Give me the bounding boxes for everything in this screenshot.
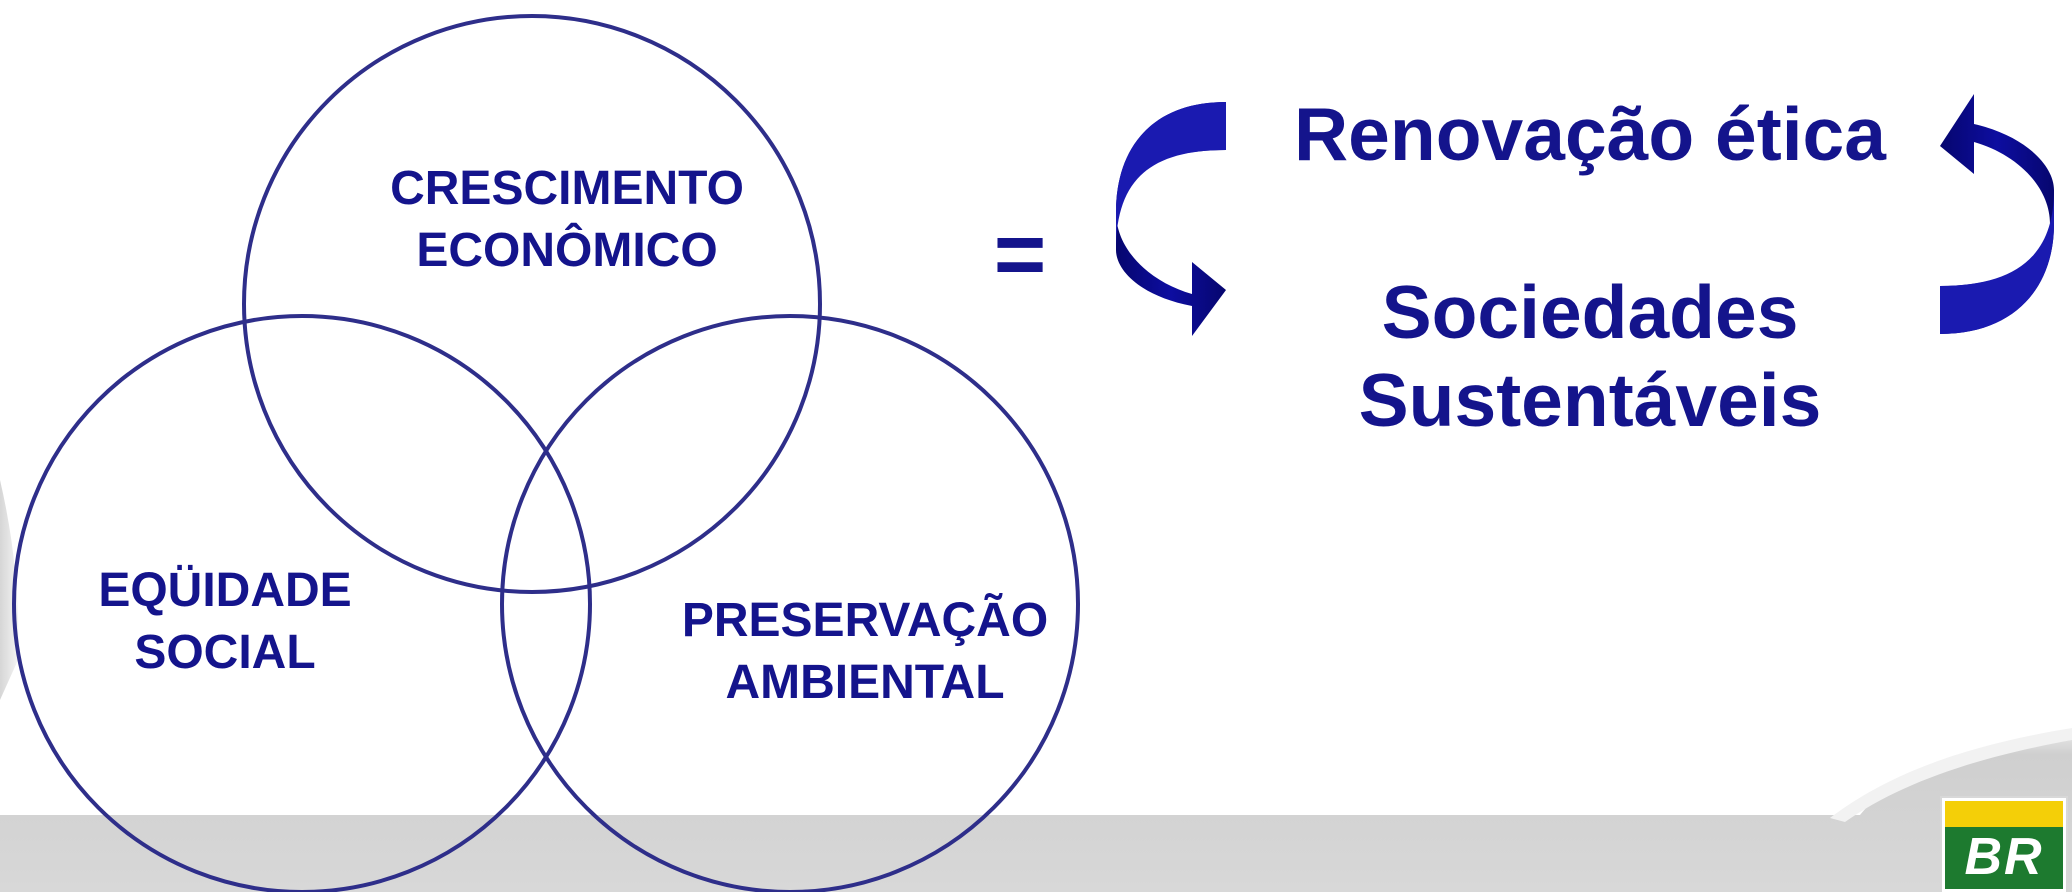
label-environmental-preservation: PRESERVAÇÃO AMBIENTAL (640, 590, 1090, 714)
background-left-swoosh (0, 480, 19, 700)
label-environmental-preservation-line-2: AMBIENTAL (725, 656, 1005, 709)
result-bottom-line-1: Sociedades (1381, 270, 1799, 354)
label-social-equity-line-2: SOCIAL (134, 626, 316, 679)
circle-economic-growth (242, 14, 822, 594)
result-bottom-text: Sociedades Sustentáveis (1250, 268, 1930, 444)
circle-environmental-preservation (500, 314, 1080, 892)
cycle-arrow-right-icon (1940, 94, 2054, 334)
label-economic-growth-line-1: CRESCIMENTO (390, 162, 744, 215)
cycle-arrow-left-icon (1116, 102, 1226, 336)
background-bottom-band (0, 730, 2072, 892)
background-band-highlight (1830, 728, 2072, 822)
logo-yellow-bar (1945, 801, 2063, 827)
circle-social-equity (12, 314, 592, 892)
br-logo: BR (1942, 798, 2066, 892)
result-bottom-line-2: Sustentáveis (1358, 358, 1822, 442)
label-economic-growth-line-2: ECONÔMICO (416, 224, 718, 277)
equals-sign: = (993, 205, 1047, 305)
label-environmental-preservation-line-1: PRESERVAÇÃO (681, 594, 1049, 647)
result-top-text: Renovação ética (1294, 92, 1886, 176)
label-social-equity: EQÜIDADE SOCIAL (60, 560, 390, 684)
label-social-equity-line-1: EQÜIDADE (98, 564, 352, 617)
label-economic-growth: CRESCIMENTO ECONÔMICO (332, 158, 802, 282)
logo-text: BR (1964, 828, 2044, 886)
